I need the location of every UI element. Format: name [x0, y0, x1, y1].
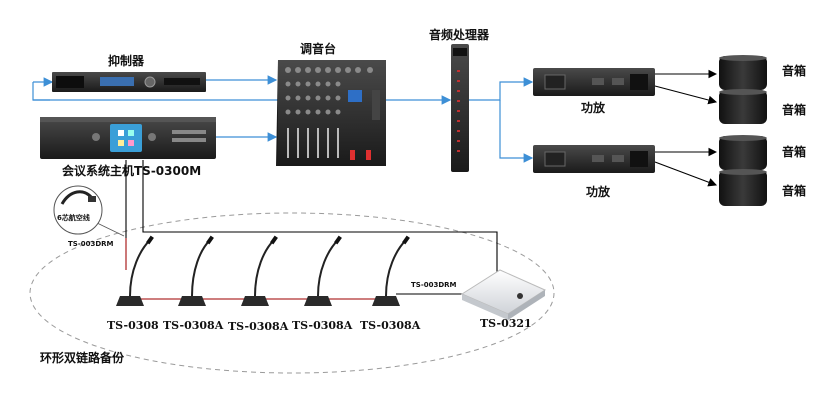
amplifier-bottom [533, 145, 655, 173]
line-left-loop [32, 82, 50, 101]
speaker-label-2: 音箱 [782, 103, 807, 117]
gooseneck-mic-icon [241, 235, 278, 306]
line-processor-to-amp-top [469, 77, 534, 101]
mic-delegate-label-3: TS-0308A [292, 319, 353, 332]
host-label: 会议系统主机TS-0300M [62, 164, 202, 178]
mic-delegate-label-2: TS-0308A [228, 320, 289, 333]
speaker-label-3: 音箱 [782, 145, 807, 159]
gooseneck-mic-icon [178, 235, 214, 306]
backup-loop-label: 环形双链路备份 [40, 351, 125, 365]
mic-delegate-label-4: TS-0308A [360, 319, 421, 332]
line-processor-to-amp-bottom [499, 100, 534, 163]
amplifier-top [533, 68, 655, 96]
cable-label-right: TS-003DRM [411, 281, 457, 289]
processor-label: 音频处理器 [429, 28, 490, 42]
backup-loop-ellipse [29, 212, 555, 374]
mic-delegate-label-1: TS-0308A [163, 319, 224, 332]
speaker-label-1: 音箱 [782, 64, 807, 78]
wireless-unit-label: TS-0321 [480, 317, 532, 330]
line-amp-speaker-2 [654, 85, 718, 105]
cable-host-to-wireless [142, 160, 498, 275]
processor-device [451, 44, 469, 172]
gooseneck-mic-icon [116, 235, 154, 306]
speaker-icon [719, 135, 767, 170]
wireless-unit-device [460, 269, 547, 320]
amp-bottom-label: 功放 [586, 185, 611, 199]
connector-callout [53, 185, 125, 237]
mixer-device [276, 60, 386, 166]
line-amp-speaker-4 [654, 161, 718, 187]
amp-top-label: 功放 [581, 101, 606, 115]
cable-label-left: TS-003DRM [68, 240, 114, 248]
speaker-label-4: 音箱 [782, 184, 807, 198]
host-device [40, 117, 216, 159]
mixer-label: 调音台 [300, 42, 337, 56]
speaker-icon [719, 55, 767, 90]
suppressor-label: 抑制器 [108, 54, 145, 68]
speaker-icon [719, 169, 767, 206]
suppressor-device [52, 72, 206, 92]
mic-chair-label: TS-0308 [107, 319, 159, 332]
gooseneck-mic-icon [372, 235, 410, 306]
speaker-icon [719, 89, 767, 124]
gooseneck-mic-icon [304, 235, 342, 306]
connector-label: 6芯航空线 [57, 214, 90, 222]
